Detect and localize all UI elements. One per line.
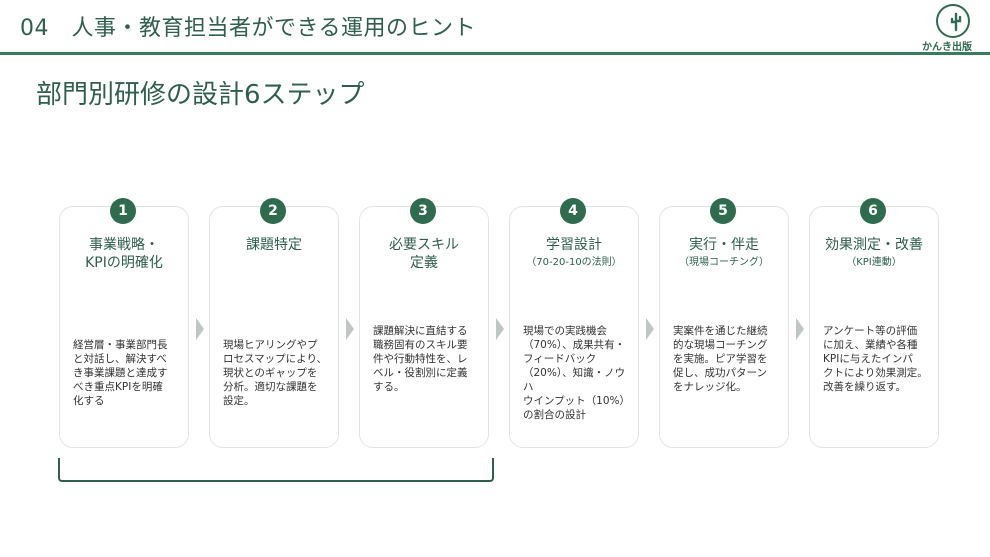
card-frame [659, 206, 789, 448]
step-description: 現場ヒアリングやプ ロセスマップにより、 現状とのギャップを 分析。適切な課題を… [223, 339, 328, 407]
step-number-badge: 1 [110, 198, 136, 224]
chevron-right-icon [196, 318, 204, 340]
step-number-badge: 4 [560, 198, 586, 224]
step-card-3: 3 必要スキル 定義 課題解決に直結する 職務固有のスキル要 件や行動特性を、レ… [359, 198, 489, 448]
step-number-badge: 2 [260, 198, 286, 224]
page-title: 部門別研修の設計6ステップ [36, 80, 365, 110]
card-frame [59, 206, 189, 448]
step-subtitle: （KPI連動） [846, 257, 902, 268]
cactus-logo-icon [936, 4, 970, 38]
chevron-right-icon [496, 318, 504, 340]
logo-text: かんき出版 [922, 42, 972, 53]
logo: かんき出版 [922, 4, 982, 53]
step-title: 実行・伴走 [689, 237, 759, 253]
step-title: 必要スキル 定義 [389, 237, 459, 271]
step-number-badge: 5 [710, 198, 736, 224]
step-card-4: 4 学習設計 （70-20-10の法則） 現場での実践機会 （70%）、成果共有… [509, 198, 639, 448]
chevron-right-icon [796, 318, 804, 340]
step-subtitle: （70-20-10の法則） [526, 257, 622, 268]
group-bracket [58, 458, 494, 482]
header-divider [0, 52, 990, 55]
step-title: 課題特定 [246, 237, 302, 253]
step-card-5: 5 実行・伴走 （現場コーチング） 実案件を通じた継続 的な現場コーチング を実… [659, 198, 789, 448]
step-title: 事業戦略・ KPIの明確化 [85, 237, 163, 271]
card-frame [209, 206, 339, 448]
step-card-1: 1 事業戦略・ KPIの明確化 経営層・事業部門長 と対話し、解決すべ き事業課… [59, 198, 189, 448]
header-title: 04 人事・教育担当者ができる運用のヒント [20, 16, 477, 41]
step-description: アンケート等の評価 に加え、業績や各種 KPIに与えたインパ クトにより効果測定… [823, 325, 928, 393]
step-card-2: 2 課題特定 現場ヒアリングやプ ロセスマップにより、 現状とのギャップを 分析… [209, 198, 339, 448]
step-description: 実案件を通じた継続 的な現場コーチング を実施。ピア学習を 促し、成功パターン … [673, 325, 768, 393]
step-title: 効果測定・改善 [825, 237, 923, 253]
step-subtitle: （現場コーチング） [679, 257, 769, 268]
step-description: 経営層・事業部門長 と対話し、解決すべ き事業課題と達成す べき重点KPIを明確… [73, 339, 168, 407]
chevron-right-icon [346, 318, 354, 340]
step-title: 学習設計 [546, 237, 602, 253]
chevron-right-icon [646, 318, 654, 340]
step-description: 課題解決に直結する 職務固有のスキル要 件や行動特性を、レ ベル・役割別に定義 … [373, 325, 468, 393]
card-frame [509, 206, 639, 448]
step-card-6: 6 効果測定・改善 （KPI連動） アンケート等の評価 に加え、業績や各種 KP… [809, 198, 939, 448]
step-number-badge: 3 [410, 198, 436, 224]
card-frame [359, 206, 489, 448]
card-frame [809, 206, 939, 448]
step-number-badge: 6 [860, 198, 886, 224]
step-description: 現場での実践機会 （70%）、成果共有・ フィードバック （20%）、知識・ノウ… [523, 325, 631, 421]
